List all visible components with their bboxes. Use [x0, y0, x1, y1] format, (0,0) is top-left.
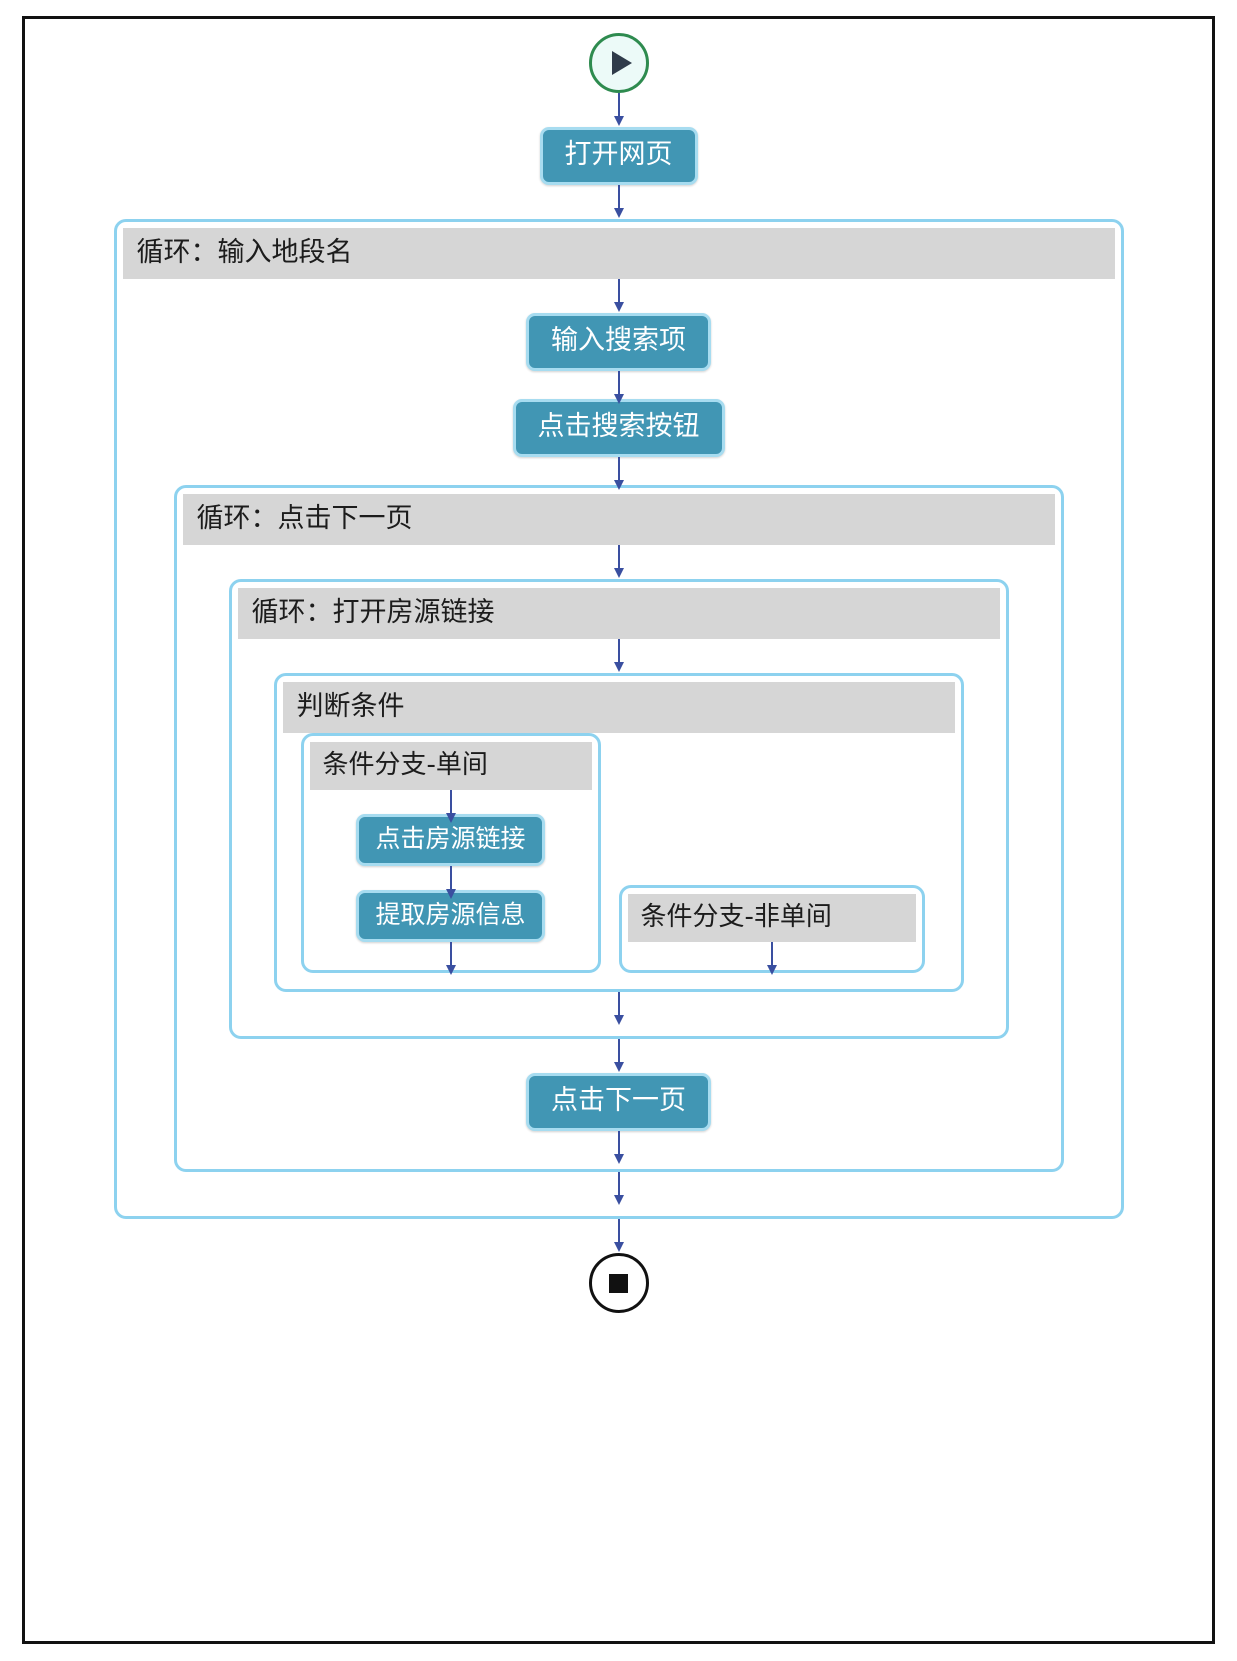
flow-root: 打开网页 循环：输入地段名 输入搜索项 点击搜索按钮 循环：点击下一页 循环：打…: [25, 19, 1212, 1641]
arrow-connector: [612, 93, 626, 127]
arrow-connector: [612, 371, 626, 404]
end-node[interactable]: [588, 1253, 649, 1313]
arrow-connector: [444, 790, 458, 823]
branch-not-single-room[interactable]: 条件分支-非单间: [618, 885, 925, 975]
loop-district-container[interactable]: 循环：输入地段名 输入搜索项 点击搜索按钮 循环：点击下一页 循环：打开房源链接: [113, 219, 1124, 1219]
step-input-search-term[interactable]: 输入搜索项: [526, 313, 711, 371]
arrow-connector: [612, 992, 626, 1026]
step-open-page[interactable]: 打开网页: [539, 127, 698, 185]
condition-container[interactable]: 判断条件 条件分支-单间 点击房源链接 提取房源信息: [273, 673, 964, 992]
loop-open-link-container[interactable]: 循环：打开房源链接 判断条件 条件分支-单间 点击房源链接: [228, 579, 1009, 1039]
start-node[interactable]: [588, 33, 649, 93]
arrow-connector: [765, 942, 779, 975]
arrow-connector: [612, 185, 626, 219]
arrow-connector: [612, 279, 626, 313]
play-icon: [611, 51, 632, 75]
arrow-connector: [612, 1131, 626, 1164]
arrow-connector: [612, 1039, 626, 1073]
loop-open-link-header: 循环：打开房源链接: [237, 588, 1000, 639]
arrow-connector: [612, 1219, 626, 1253]
loop-next-page-container[interactable]: 循环：点击下一页 循环：打开房源链接 判断条件 条件分支-: [173, 485, 1064, 1172]
arrow-connector: [444, 942, 458, 975]
step-click-search-button[interactable]: 点击搜索按钮: [512, 399, 725, 457]
arrow-connector: [612, 1172, 626, 1206]
loop-next-page-header: 循环：点击下一页: [182, 494, 1055, 545]
arrow-connector: [612, 639, 626, 673]
arrow-connector: [444, 866, 458, 899]
branch-single-room-header: 条件分支-单间: [309, 742, 592, 790]
arrow-connector: [612, 457, 626, 490]
step-click-next-page[interactable]: 点击下一页: [526, 1073, 711, 1131]
loop-district-header: 循环：输入地段名: [122, 228, 1115, 279]
condition-header: 判断条件: [282, 682, 955, 733]
condition-branch-row: 条件分支-单间 点击房源链接 提取房源信息 条件分支-非单间: [277, 733, 961, 979]
diagram-frame: 打开网页 循环：输入地段名 输入搜索项 点击搜索按钮 循环：点击下一页 循环：打…: [22, 16, 1215, 1644]
stop-icon: [609, 1273, 628, 1293]
arrow-connector: [612, 545, 626, 579]
branch-not-single-room-header: 条件分支-非单间: [627, 894, 916, 942]
branch-single-room[interactable]: 条件分支-单间 点击房源链接 提取房源信息: [300, 733, 601, 975]
